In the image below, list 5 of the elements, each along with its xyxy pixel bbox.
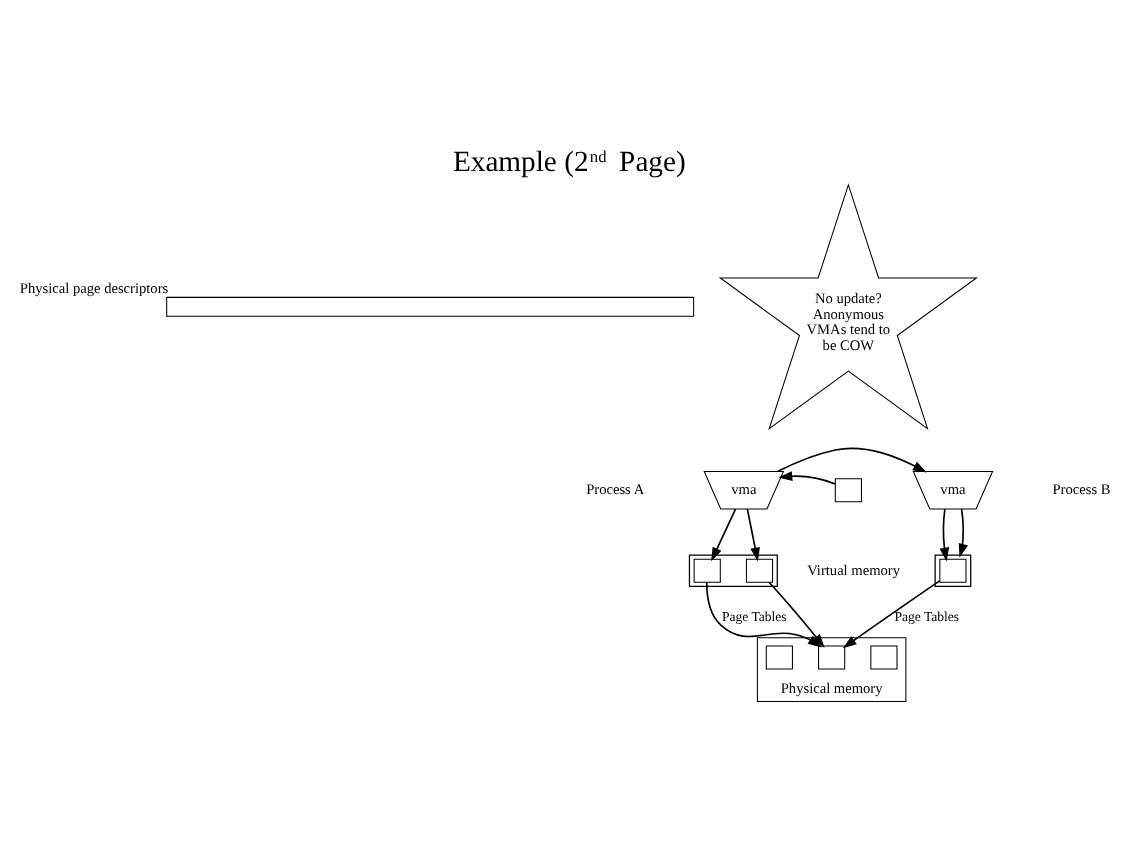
diagram-title: Example (2$^{nd}$ Page) — [452, 145, 686, 178]
label: Process B — [1052, 479, 1111, 498]
label: Process A — [586, 479, 645, 498]
label: Virtual memory — [807, 559, 900, 578]
node-label: Physical page descriptors — [19, 278, 169, 297]
